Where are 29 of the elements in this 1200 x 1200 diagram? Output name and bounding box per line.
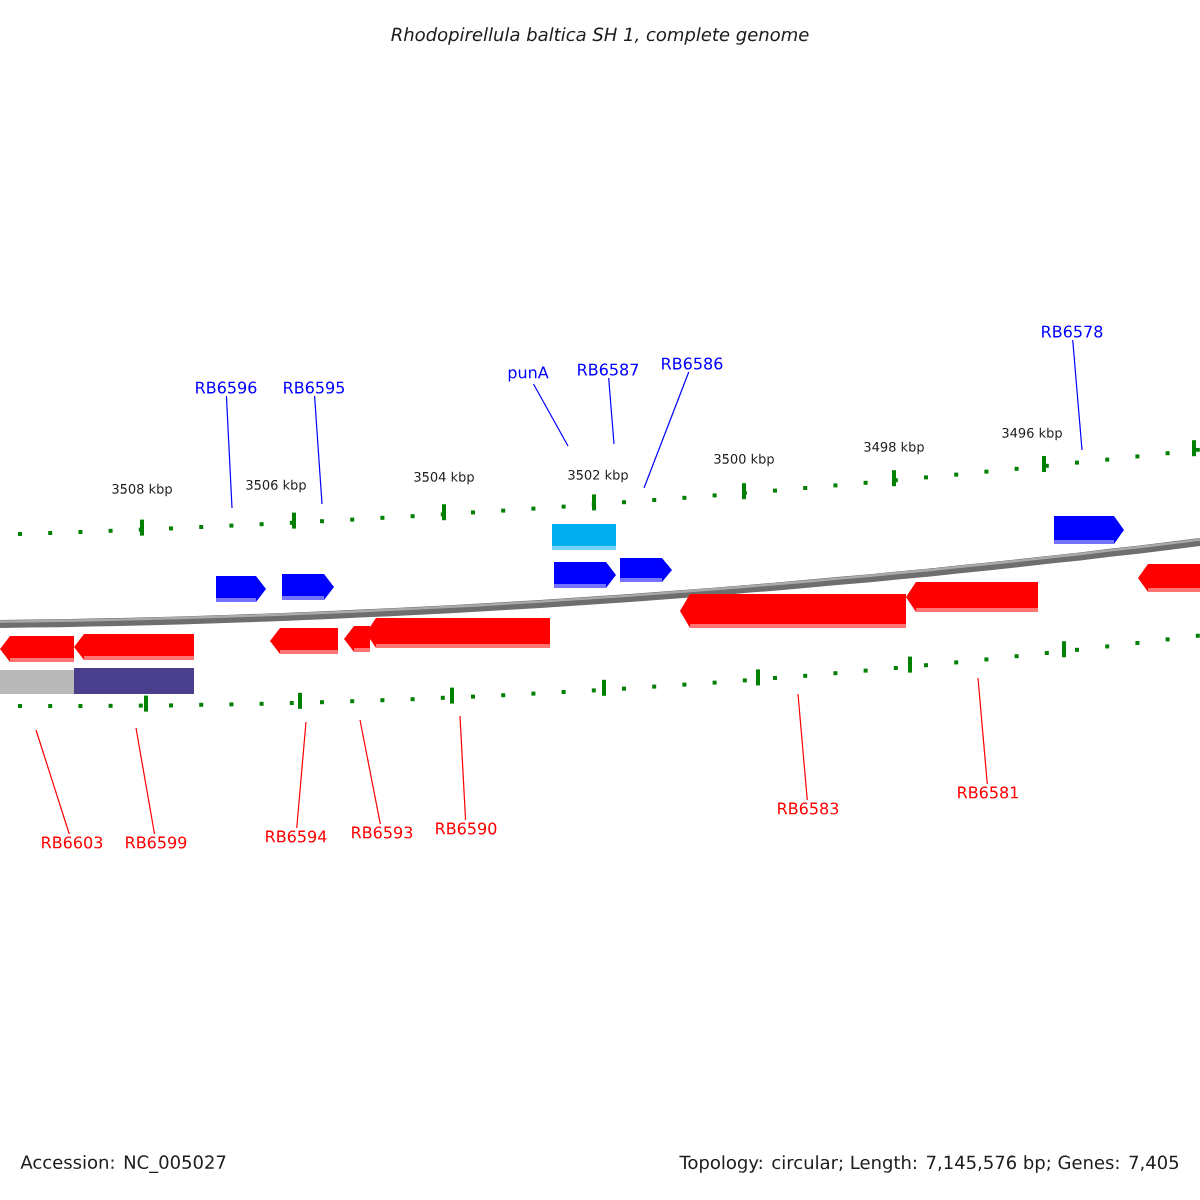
leader-line bbox=[135, 727, 156, 835]
gene-label: RB6596 bbox=[196, 381, 257, 394]
leader-line bbox=[608, 377, 615, 445]
gene-label: RB6594 bbox=[266, 830, 327, 843]
footer-text: Topology: circular; Length: 7,145,576 bp; Genes: 7,405 bbox=[679, 1155, 1179, 1173]
gene-label: punA bbox=[508, 366, 549, 382]
leader-line bbox=[1072, 339, 1083, 451]
leader-line bbox=[532, 383, 569, 447]
footer-text: Accession: NC_005027 bbox=[20, 1155, 226, 1173]
gene-label: RB6603 bbox=[42, 836, 103, 849]
gene-label: RB6578 bbox=[1042, 325, 1103, 338]
title: Rhodopirellula baltica SH 1, complete genome bbox=[391, 27, 809, 45]
leader-line bbox=[296, 721, 307, 829]
leader-line bbox=[977, 677, 988, 785]
leader-line bbox=[459, 715, 467, 821]
gene-label: RB6593 bbox=[352, 826, 413, 839]
leader-line bbox=[35, 729, 70, 835]
gene-label: RB6599 bbox=[126, 836, 187, 849]
gene-label: RB6595 bbox=[284, 381, 344, 394]
gene-label: RB6581 bbox=[958, 786, 1018, 799]
leader-line bbox=[225, 395, 233, 509]
leader-line bbox=[797, 693, 808, 801]
gene-label: RB6583 bbox=[778, 802, 839, 815]
leader-line bbox=[313, 395, 323, 505]
gene-label: RB6586 bbox=[662, 357, 723, 370]
gene-label: RB6587 bbox=[578, 363, 639, 376]
leader-line bbox=[359, 719, 381, 825]
leader-line bbox=[643, 371, 690, 489]
gene-label: RB6590 bbox=[436, 822, 497, 835]
